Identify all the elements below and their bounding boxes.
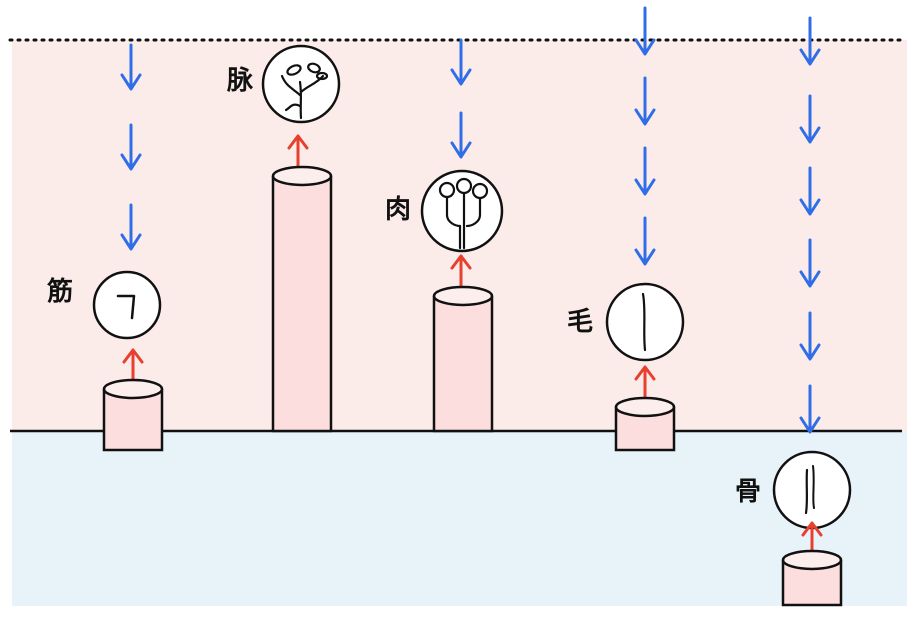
descent-arrow xyxy=(799,311,821,361)
pillar xyxy=(102,378,164,452)
thin-line-icon xyxy=(772,450,852,530)
descent-arrow xyxy=(799,166,821,216)
column-rou: 肉 xyxy=(385,38,504,433)
label-gu: 骨 xyxy=(735,477,761,507)
trident-bulb-icon xyxy=(420,169,504,253)
descent-arrow xyxy=(799,94,821,144)
vessel-branch-glyph xyxy=(280,62,329,120)
trident-bulb-glyph xyxy=(438,177,489,250)
column-mai: 脉 xyxy=(227,44,341,433)
descent-arrow xyxy=(120,123,142,171)
descent-arrow xyxy=(120,43,142,91)
pillar xyxy=(614,396,676,452)
label-mai: 脉 xyxy=(227,66,254,96)
descent-arrow xyxy=(799,384,821,434)
column-gu: 骨 xyxy=(735,16,852,607)
descent-arrow xyxy=(634,216,656,266)
thin-line-glyph xyxy=(804,468,809,515)
label-rou: 肉 xyxy=(385,195,411,225)
descent-arrow xyxy=(450,38,472,86)
descent-arrow xyxy=(634,6,656,56)
thin-line-glyph xyxy=(641,292,647,352)
pillar xyxy=(271,165,333,433)
pillar xyxy=(432,285,494,433)
label-jin: 筋 xyxy=(47,276,73,307)
column-jin: 筋 xyxy=(47,43,164,452)
descent-arrow xyxy=(450,111,472,159)
pillar xyxy=(781,549,843,607)
hook-glyph xyxy=(116,294,136,320)
label-mao: 毛 xyxy=(567,307,593,337)
descent-arrow xyxy=(634,146,656,196)
column-mao: 毛 xyxy=(567,6,685,452)
lower-zone xyxy=(12,431,907,606)
descent-arrow xyxy=(634,76,656,126)
thin-line-glyph-second xyxy=(812,465,815,509)
descent-arrow xyxy=(799,238,821,288)
hook-icon xyxy=(92,270,162,340)
descent-arrow xyxy=(799,16,821,66)
descent-arrow xyxy=(120,203,142,251)
